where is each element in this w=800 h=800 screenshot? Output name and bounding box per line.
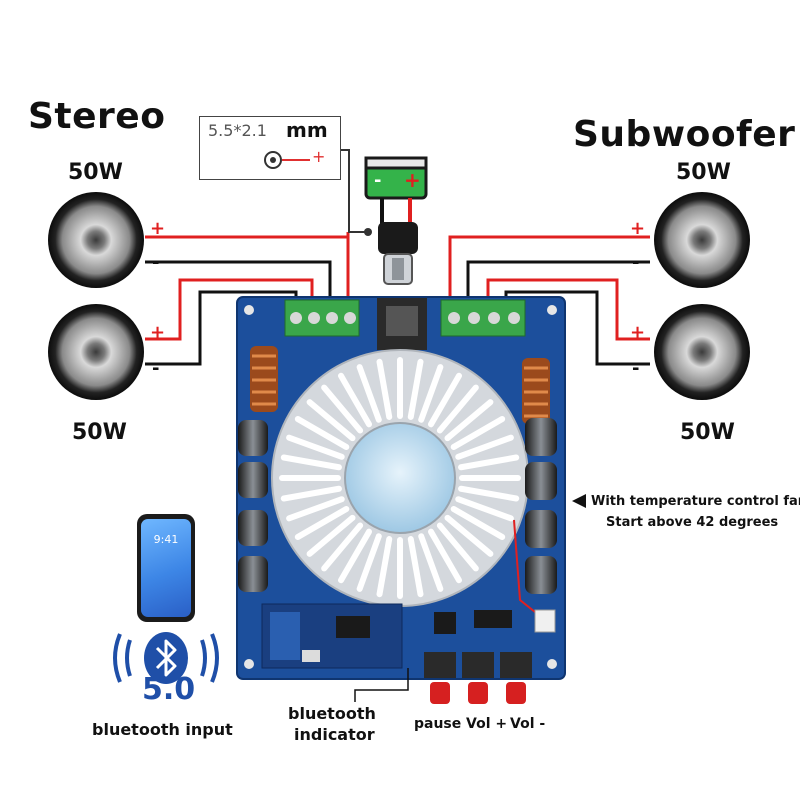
button-vol-down[interactable]: [500, 652, 532, 704]
fan-note-arrow: [572, 494, 586, 508]
heatsink-fin: [436, 522, 479, 572]
heatsink-fin: [376, 358, 393, 420]
stereo-label: Stereo: [28, 96, 166, 137]
heatsink-fin: [321, 384, 364, 434]
button-vol-up[interactable]: [462, 652, 494, 704]
heatsink-fin: [306, 514, 356, 557]
right-terminal-block: [440, 299, 526, 337]
plus-bottom-right: +: [630, 322, 646, 343]
heatsink-fin: [338, 372, 372, 428]
jack-center-icon: [264, 151, 282, 169]
phone-screen: 9:41: [141, 519, 191, 617]
minus-bottom-right: -: [632, 358, 640, 379]
bluetooth-indicator-line1: bluetooth: [288, 704, 376, 723]
button-pause[interactable]: [424, 652, 456, 704]
chip-small: [434, 612, 456, 634]
jack-polarity-line: [282, 159, 310, 161]
vol-down-label: Vol -: [510, 716, 546, 732]
right-speaker-wires: [448, 235, 650, 366]
battery-minus: -: [374, 170, 382, 191]
bluetooth-indicator-line2: indicator: [294, 725, 375, 744]
plus-top-right: +: [630, 218, 646, 239]
power-jack-spec: 5.5*2.1 mm +: [199, 116, 341, 180]
speaker-top-left: [48, 192, 144, 288]
speaker-top-right: [654, 192, 750, 288]
board-dc-socket: [377, 298, 427, 350]
heatsink-fin: [418, 364, 444, 423]
minus-top-right: -: [632, 252, 640, 273]
battery-icon: [364, 156, 428, 225]
heatsink-fin: [286, 434, 345, 460]
jack-unit: mm: [286, 118, 328, 142]
minus-bottom-left: -: [152, 358, 160, 379]
dc-plug: [378, 222, 418, 285]
heatsink-fin: [407, 358, 424, 420]
heatsink-fin: [450, 506, 506, 540]
heatsink-fin: [280, 454, 342, 471]
heatsink-fin: [458, 485, 520, 502]
heatsink-fin: [286, 496, 345, 522]
battery-plus: +: [404, 168, 421, 192]
watt-top-left: 50W: [68, 160, 123, 185]
right-inductor: [522, 358, 550, 424]
left-inductor: [250, 346, 278, 412]
heatsink-fin: [294, 506, 350, 540]
plus-top-left: +: [150, 218, 166, 239]
heatsink-fin: [458, 454, 520, 471]
amplifier-board: [236, 296, 566, 704]
bluetooth-icon: [113, 632, 219, 684]
heatsink-fin: [428, 528, 462, 584]
left-terminal-block: [284, 299, 360, 337]
pause-label: pause: [414, 716, 462, 732]
heatsink-fin: [294, 416, 350, 450]
power-lead: [339, 149, 372, 236]
heatsink-fin: [428, 372, 462, 428]
heatsink-fin: [444, 514, 494, 557]
heatsink-fin: [356, 533, 382, 592]
chip-large: [474, 610, 512, 628]
heatsink-fin: [436, 384, 479, 434]
heatsink-fin: [455, 496, 514, 522]
jack-size: 5.5*2.1: [208, 121, 267, 140]
jack-plus: +: [312, 147, 326, 166]
phone-time: 9:41: [153, 533, 179, 546]
fan-note-line2: Start above 42 degrees: [606, 515, 779, 530]
subwoofer-label: Subwoofer: [573, 114, 796, 155]
heatsink-fin: [444, 399, 494, 442]
heatsink-fin: [450, 416, 506, 450]
indicator-pointer: [354, 668, 409, 702]
plus-bottom-left: +: [150, 322, 166, 343]
bluetooth-input-label: bluetooth input: [92, 720, 233, 739]
watt-top-right: 50W: [676, 160, 731, 185]
vol-up-label: Vol +: [466, 716, 508, 732]
heatsink-fin: [407, 536, 424, 598]
heatsink-fin: [418, 533, 444, 592]
bluetooth-module: [261, 603, 403, 669]
speaker-bottom-left: [48, 304, 144, 400]
heatsink-fin: [338, 528, 372, 584]
heatsink-fin: [306, 399, 356, 442]
watt-bottom-right: 50W: [680, 420, 735, 445]
heatsink-fin: [376, 536, 393, 598]
speaker-bottom-right: [654, 304, 750, 400]
smartphone-icon: 9:41: [137, 514, 195, 622]
heatsink-fin: [356, 364, 382, 423]
heatsink-fin: [321, 522, 364, 572]
minus-top-left: -: [152, 252, 160, 273]
fan-note-line1: With temperature control fan: [591, 494, 800, 509]
bluetooth-version: 5.0: [142, 672, 196, 707]
cooling-fan: [344, 422, 456, 534]
fan-connector: [534, 609, 556, 633]
watt-bottom-left: 50W: [72, 420, 127, 445]
heatsink: [271, 349, 529, 607]
heatsink-fin: [280, 485, 342, 502]
left-speaker-wires: [145, 232, 350, 366]
heatsink-fin: [455, 434, 514, 460]
capacitors-left: [238, 420, 268, 592]
capacitors-right: [525, 418, 557, 594]
